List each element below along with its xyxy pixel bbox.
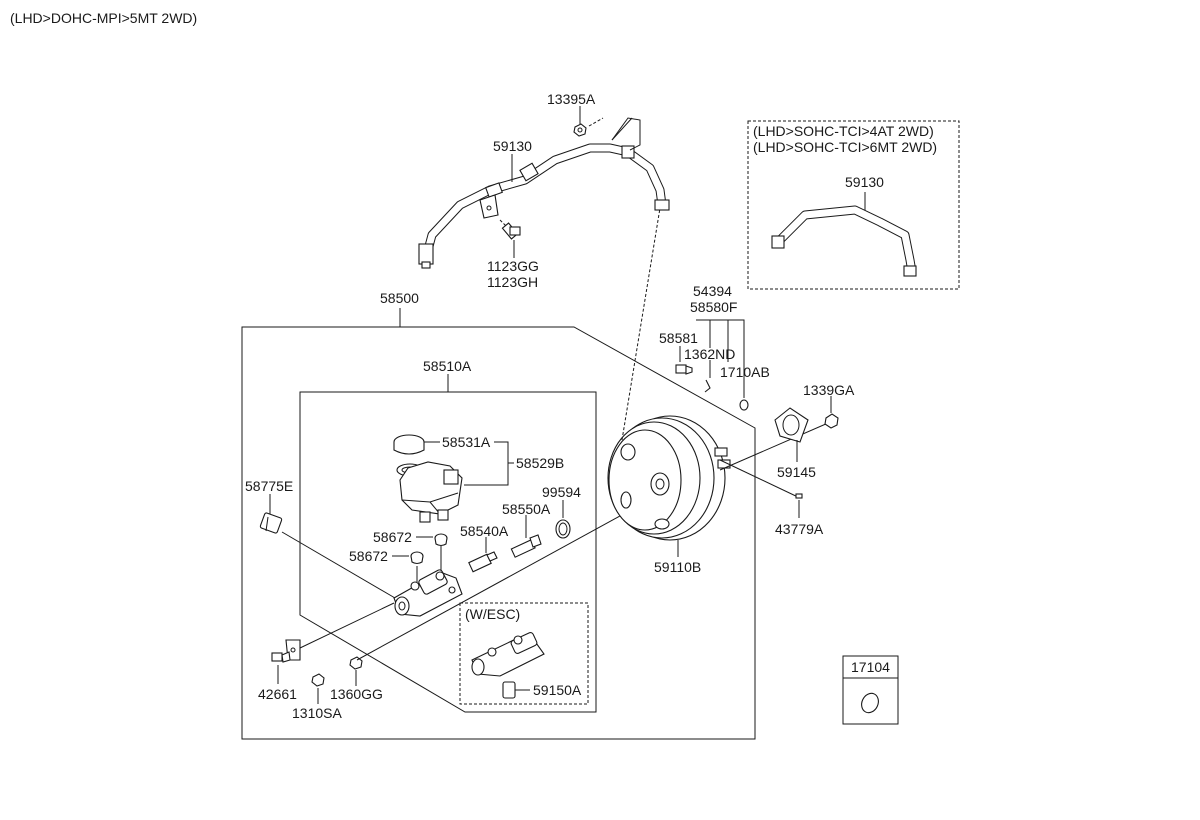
nut-1360GG[interactable] xyxy=(349,656,363,670)
vacuum-hose[interactable] xyxy=(418,117,670,269)
part-label-58672-upper[interactable]: 58672 xyxy=(373,529,412,545)
nut-1339GA[interactable] xyxy=(824,413,839,429)
part-label-58529B[interactable]: 58529B xyxy=(516,455,564,471)
clevis-pin-58581[interactable] xyxy=(675,364,693,375)
reservoir-grommet-lower[interactable] xyxy=(410,551,424,565)
variant-header: (LHD>DOHC-MPI>5MT 2WD) xyxy=(10,10,197,26)
part-label-59145[interactable]: 59145 xyxy=(777,464,816,480)
part-label-59150A[interactable]: 59150A xyxy=(533,682,582,698)
part-label-42661[interactable]: 42661 xyxy=(258,686,297,702)
alt-vacuum-hose[interactable] xyxy=(771,205,917,277)
part-label-58540A[interactable]: 58540A xyxy=(460,523,509,539)
esc-master-cylinder[interactable] xyxy=(471,632,545,699)
hose-nut[interactable] xyxy=(573,123,587,137)
o-ring-17104[interactable] xyxy=(859,691,882,716)
master-cylinder-box xyxy=(299,391,597,713)
part-label-1123GG[interactable]: 1123GG xyxy=(487,258,539,274)
part-label-1123GH[interactable]: 1123GH xyxy=(487,274,538,290)
clip-1362ND[interactable] xyxy=(704,379,711,393)
part-label-58775E[interactable]: 58775E xyxy=(245,478,293,494)
pin-43779A[interactable] xyxy=(795,493,803,499)
part-label-58550A[interactable]: 58550A xyxy=(502,501,551,517)
part-label-58581[interactable]: 58581 xyxy=(659,330,698,346)
kit-box-17104 xyxy=(842,655,899,725)
alt-variant-line-1: (LHD>SOHC-TCI>4AT 2WD) xyxy=(753,123,934,139)
part-label-58500[interactable]: 58500 xyxy=(380,290,419,306)
part-label-1339GA[interactable]: 1339GA xyxy=(803,382,855,398)
part-label-1362ND[interactable]: 1362ND xyxy=(684,346,735,362)
reservoir-grommet-upper[interactable] xyxy=(434,533,448,547)
esc-variant-title: (W/ESC) xyxy=(465,606,520,622)
part-label-43779A[interactable]: 43779A xyxy=(775,521,824,537)
part-label-1310SA[interactable]: 1310SA xyxy=(292,705,342,721)
part-label-58510A[interactable]: 58510A xyxy=(423,358,472,374)
clip-1710AB[interactable] xyxy=(739,399,749,411)
part-label-58580F[interactable]: 58580F xyxy=(690,299,737,315)
part-label-17104[interactable]: 17104 xyxy=(851,659,890,675)
part-label-58531A[interactable]: 58531A xyxy=(442,434,491,450)
part-label-59130[interactable]: 59130 xyxy=(493,138,532,154)
part-label-1360GG[interactable]: 1360GG xyxy=(330,686,383,702)
master-cylinder-plug-58540A[interactable] xyxy=(468,551,498,573)
part-label-59110B[interactable]: 59110B xyxy=(654,559,701,575)
plug-58775E[interactable] xyxy=(259,512,283,534)
alt-variant-line-2: (LHD>SOHC-TCI>6MT 2WD) xyxy=(753,139,937,155)
assembly-box-58500 xyxy=(241,326,756,740)
pressure-sensor-58550A[interactable] xyxy=(510,534,542,558)
brake-booster[interactable] xyxy=(607,415,731,541)
o-ring-99594[interactable] xyxy=(555,519,571,539)
nut-1310SA[interactable] xyxy=(311,673,325,687)
bracket-42661[interactable] xyxy=(271,639,301,663)
part-label-1710AB[interactable]: 1710AB xyxy=(720,364,770,380)
alt-variant-box xyxy=(747,120,960,290)
part-label-13395A[interactable]: 13395A xyxy=(547,91,596,107)
brake-master-cylinder[interactable] xyxy=(393,569,463,617)
part-label-99594[interactable]: 99594 xyxy=(542,484,581,500)
esc-variant-box xyxy=(459,602,589,705)
part-label-54394[interactable]: 54394 xyxy=(693,283,732,299)
part-label-58672-lower[interactable]: 58672 xyxy=(349,548,388,564)
alt-part-label-59130[interactable]: 59130 xyxy=(845,174,884,190)
booster-gasket-59145[interactable] xyxy=(774,407,809,443)
